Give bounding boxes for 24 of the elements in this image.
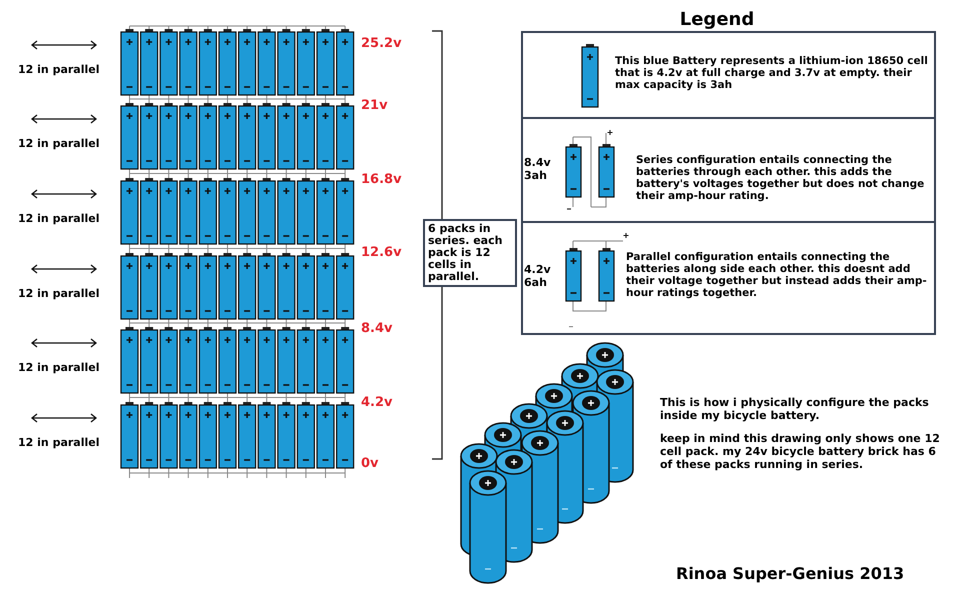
voltage-label: 4.2v [361,394,393,412]
legend-description: This blue Battery represents a lithium-ion 18650 cell that is 4.2v at full charge and 3.7v at empty. their max capacity is 3ah [615,55,929,91]
rating-label: 4.2v 6ah [524,263,552,289]
parallel-label: 12 in parallel [18,62,100,78]
rating-label: 8.4v 3ah [524,156,552,182]
parallel-label: 12 in parallel [18,136,100,152]
legend-title: Legend [678,8,756,32]
description-text: This is how i physically configure the packs inside my bicycle battery. [660,396,930,422]
voltage-label: 8.4v [361,320,393,338]
legend-description: Parallel configuration entails connecting the batteries along side each other. this doesnt add their voltage together but instead adds their amp-hour ratings together. [626,251,928,299]
parallel-label: 12 in parallel [18,286,100,302]
voltage-label: 12.6v [361,244,402,262]
legend-description: Series configuration entails connecting the batteries through each other. this adds the battery's voltages together but does not change their amp-hour rating. [636,154,926,202]
voltage-label: 16.8v [361,171,402,189]
voltage-label: 21v [361,97,388,115]
parallel-label: 12 in parallel [18,435,100,451]
note-box: 6 packs in series. each pack is 12 cells in parallel. [423,219,517,287]
voltage-label: 0v [361,455,379,473]
parallel-label: 12 in parallel [18,360,100,376]
parallel-label: 12 in parallel [18,211,100,227]
voltage-label: 25.2v [361,35,402,53]
description-text: keep in mind this drawing only shows one 12 cell pack. my 24v bicycle battery brick has 6 of these packs running in series. [660,432,941,471]
signature: Rinoa Super-Genius 2013 [676,563,904,585]
legend-panel [521,31,936,335]
